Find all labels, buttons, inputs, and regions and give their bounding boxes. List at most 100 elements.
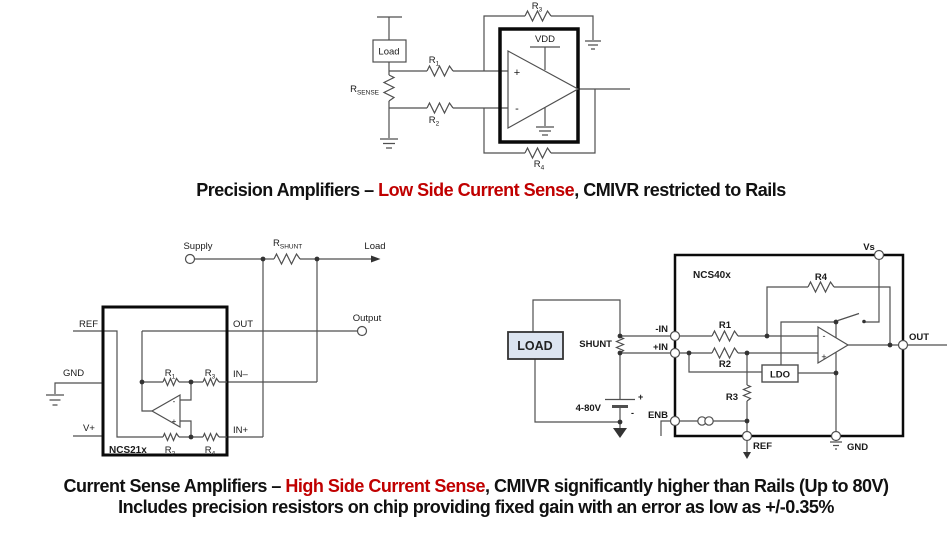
ncs21x-box [101, 305, 229, 457]
caption-high-side-text-1: Current Sense Amplifiers – [63, 476, 286, 496]
ground-top-right [585, 40, 601, 50]
gnd-label: GND [847, 442, 868, 453]
r4-resistor [807, 281, 835, 293]
in-plus-label: IN+ [233, 425, 249, 436]
enb-loop [660, 420, 671, 436]
r3-label: R3 [726, 392, 738, 403]
output-label: Output [353, 313, 382, 324]
ref-wire [73, 330, 163, 438]
r4-resistor [524, 147, 552, 159]
battery-plus: + [638, 392, 643, 402]
out-label: OUT [909, 332, 929, 343]
output-terminal [356, 325, 368, 337]
minus-stub [180, 382, 192, 401]
opamp-plus: + [514, 67, 520, 79]
opamp-package-box [498, 27, 580, 144]
r2-label: R2 [719, 359, 731, 370]
r1-resistor [711, 330, 739, 342]
ncs21x-chip-label: NCS21x [109, 445, 147, 456]
junction-dots [139, 256, 320, 440]
opamp-minus: - [515, 103, 519, 115]
caption-high-side-line1: Current Sense Amplifiers – High Side Cur… [0, 476, 952, 497]
in-plus-label: +IN [653, 342, 668, 353]
opamp-triangle [507, 49, 580, 130]
r4-resistor [202, 432, 220, 442]
ref-label: REF [753, 441, 772, 452]
load-box [507, 331, 564, 360]
caption-high-side-text-2: , CMIVR significantly higher than Rails … [484, 476, 889, 496]
in-plus-pin [669, 347, 681, 359]
r4-feedback [766, 286, 891, 345]
lowside-labels: Load RSENSE R1 R2 R3 R4 VDD + - [350, 1, 555, 172]
ncs40x-circuit [507, 249, 947, 459]
gnd-pin [830, 430, 842, 442]
ground-inner [536, 107, 554, 136]
load-arrowhead [371, 255, 381, 263]
r1-label: R1 [719, 320, 732, 331]
ref-pin [741, 430, 753, 442]
supply-rail [377, 16, 402, 40]
r1-resistor [426, 65, 454, 77]
wire-r3-feedback [483, 15, 594, 71]
opamp-out-vertical [141, 331, 152, 412]
r4-label: R4 [534, 159, 545, 172]
load-label: Load [364, 241, 385, 252]
ncs21x-labels: Supply RSHUNT Load Output OUT IN– IN+ RE… [63, 238, 386, 458]
r2-resistor [711, 347, 739, 359]
rsense-label: RSENSE [350, 84, 380, 97]
r3-label: R3 [205, 368, 216, 381]
ncs40x-labels: LOAD SHUNT 4-80V + - NCS40x -IN +IN ENB … [517, 242, 929, 453]
supply-label: Supply [183, 241, 212, 252]
ncs40x-chip-label: NCS40x [693, 270, 731, 281]
enb-label: ENB [648, 410, 668, 421]
shunt-label: SHUNT [579, 339, 612, 350]
load-top-wire [532, 299, 621, 337]
out-pin-label: OUT [233, 319, 253, 330]
load-label: Load [378, 47, 399, 58]
battery-wires [534, 353, 635, 428]
r1-label: R1 [165, 368, 176, 381]
r2-label: R2 [429, 115, 440, 128]
rshunt-label: RSHUNT [273, 238, 302, 251]
in-minus-label: -IN [655, 324, 668, 335]
opamp-minus: - [173, 397, 176, 406]
ldo-feed-wire [688, 353, 762, 373]
vplus-pin-label: V+ [83, 423, 95, 434]
ldo-box [761, 364, 799, 383]
rshunt-resistor [273, 253, 301, 265]
gnd-pin-label: GND [63, 368, 84, 379]
vdd-rail [530, 46, 560, 70]
caption-low-side-highlight: Low Side Current Sense [378, 180, 575, 200]
caption-low-side-text-2: , CMIVR restricted to Rails [574, 180, 786, 200]
rsense-resistor [383, 74, 395, 102]
ncs21x-circuit [46, 253, 381, 457]
pin-terminals [669, 249, 909, 442]
opamp-plus: + [821, 352, 826, 362]
out-pin [897, 339, 909, 351]
in-minus-pin [669, 330, 681, 342]
switch-ldo-wire [780, 321, 836, 365]
caption-low-side-text-1: Precision Amplifiers – [196, 180, 379, 200]
r3-resistor [742, 384, 752, 402]
ldo-label: LDO [770, 370, 790, 381]
r4-label: R4 [205, 445, 216, 458]
battery-label: 4-80V [576, 403, 602, 414]
r2-resistor [426, 102, 454, 114]
load-label: LOAD [517, 339, 552, 353]
r1-label: R1 [429, 55, 440, 68]
r2-label: R2 [165, 445, 176, 458]
caption-high-side-highlight: High Side Current Sense [285, 476, 485, 496]
in-minus-label: IN– [233, 369, 249, 380]
vs-switch-wire [837, 259, 880, 323]
plus-stub [180, 420, 192, 437]
caption-low-side: Precision Amplifiers – Low Side Current … [0, 180, 952, 201]
enb-sym-circle2 [704, 416, 714, 426]
caption-precision-resistors: Includes precision resistors on chip pro… [118, 496, 834, 517]
r2-resistor [162, 432, 180, 442]
vs-pin [873, 249, 885, 261]
gnd-wire [46, 382, 103, 406]
ground-arrow [613, 428, 627, 438]
ref-pin-label: REF [79, 319, 98, 330]
caption-high-side: Current Sense Amplifiers – High Side Cur… [0, 476, 952, 517]
